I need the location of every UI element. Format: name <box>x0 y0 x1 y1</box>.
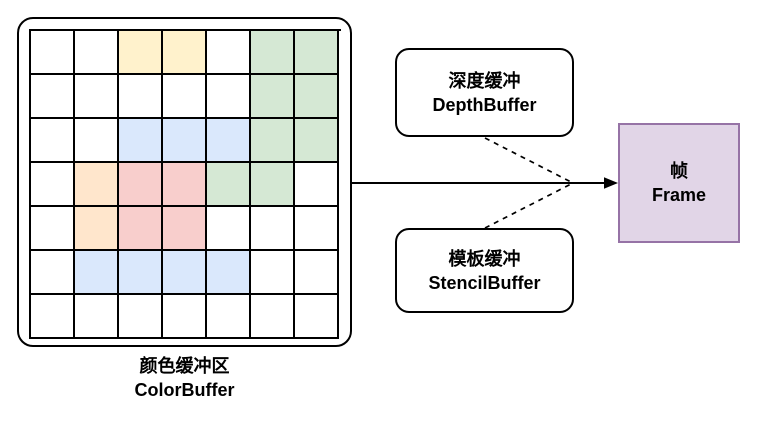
grid-cell <box>295 207 339 251</box>
grid-cell <box>207 295 251 339</box>
grid-cell <box>295 31 339 75</box>
grid-cell <box>31 251 75 295</box>
grid-cell <box>31 163 75 207</box>
grid-cell <box>207 163 251 207</box>
depth-buffer-label-zh: 深度缓冲 <box>448 70 521 91</box>
color-buffer-label-zh: 颜色缓冲区 <box>139 356 230 376</box>
grid-cell <box>251 75 295 119</box>
frame-node: 帧 Frame <box>618 123 740 243</box>
grid-cell <box>251 207 295 251</box>
grid-cell <box>75 75 119 119</box>
grid-cell <box>295 295 339 339</box>
grid-cell <box>119 119 163 163</box>
stencil-buffer-label-en: StencilBuffer <box>428 272 541 293</box>
grid-cell <box>207 31 251 75</box>
stencilbuffer-dashed-connector <box>484 182 614 229</box>
grid-cell <box>207 251 251 295</box>
depthbuffer-dashed-connector <box>484 137 614 184</box>
grid-cell <box>251 295 295 339</box>
arrow-head-icon <box>604 177 618 189</box>
grid-cell <box>251 163 295 207</box>
grid-cell <box>119 163 163 207</box>
grid-cell <box>295 251 339 295</box>
depth-buffer-label-en: DepthBuffer <box>432 94 537 115</box>
grid-cell <box>31 207 75 251</box>
grid-cell <box>295 75 339 119</box>
depth-buffer-node: 深度缓冲 DepthBuffer <box>395 48 574 137</box>
grid-cell <box>207 119 251 163</box>
grid-cell <box>295 163 339 207</box>
grid-cell <box>295 119 339 163</box>
grid-cell <box>163 295 207 339</box>
grid-cell <box>75 207 119 251</box>
frame-label-zh: 帧 <box>670 161 688 181</box>
grid-cell <box>119 251 163 295</box>
frame-label-en: Frame <box>651 185 707 205</box>
grid-cell <box>251 251 295 295</box>
grid-cell <box>119 295 163 339</box>
color-buffer-label-en: ColorBuffer <box>134 380 235 400</box>
grid-cell <box>207 75 251 119</box>
stencil-buffer-node: 模板缓冲 StencilBuffer <box>395 228 574 313</box>
grid-cell <box>75 119 119 163</box>
grid-cell <box>31 119 75 163</box>
grid-cell <box>163 163 207 207</box>
grid-cell <box>163 31 207 75</box>
grid-cell <box>31 295 75 339</box>
grid-cell <box>163 75 207 119</box>
grid-cell <box>75 163 119 207</box>
grid-cell <box>251 119 295 163</box>
grid-cell <box>163 207 207 251</box>
grid-cell <box>163 251 207 295</box>
color-buffer-grid <box>29 29 341 339</box>
grid-cell <box>119 207 163 251</box>
grid-cell <box>119 75 163 119</box>
grid-cell <box>163 119 207 163</box>
stencil-buffer-label-zh: 模板缓冲 <box>448 248 521 269</box>
grid-cell <box>251 31 295 75</box>
grid-cell <box>207 207 251 251</box>
color-buffer-caption: 颜色缓冲区 ColorBuffer <box>17 354 352 402</box>
grid-cell <box>75 251 119 295</box>
grid-cell <box>31 31 75 75</box>
grid-cell <box>75 31 119 75</box>
grid-cell <box>75 295 119 339</box>
grid-cell <box>31 75 75 119</box>
grid-cell <box>119 31 163 75</box>
